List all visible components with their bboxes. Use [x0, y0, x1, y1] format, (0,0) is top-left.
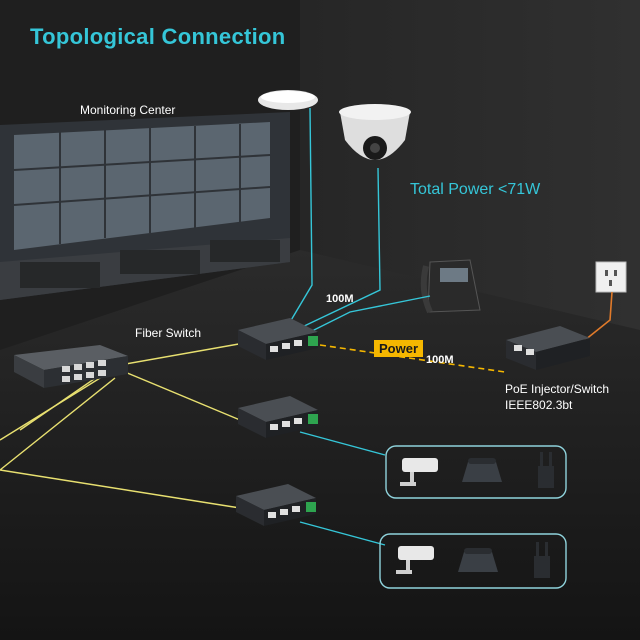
fiber-switch-label: Fiber Switch: [135, 326, 202, 340]
media-converter-3: [236, 484, 316, 526]
dome-camera: [339, 104, 411, 160]
desk-phone-icon: [458, 548, 498, 572]
ethernet-links: [289, 107, 431, 546]
fiber-switch: [14, 345, 128, 388]
floor: [0, 250, 640, 640]
end-device-group-2: [379, 533, 567, 589]
poe-injector: [506, 326, 590, 370]
power-tag: Power: [374, 340, 424, 357]
link-speed-label-upper: 100M: [326, 293, 354, 305]
ceiling-light: [258, 90, 318, 110]
poe-injector-standard-label: IEEE802.3bt: [505, 398, 573, 412]
monitoring-center: [0, 112, 290, 300]
fiber-links: [0, 341, 251, 509]
power-link: [319, 291, 613, 373]
poe-injector-label: PoE Injector/Switch: [505, 382, 610, 396]
ip-phone: [420, 259, 481, 314]
wifi-router-icon: [534, 542, 550, 578]
diagram-title: Topological Connection: [30, 24, 286, 49]
end-device-group-1: [385, 445, 567, 499]
wifi-router-icon: [538, 452, 554, 488]
desk-phone-icon: [462, 458, 502, 482]
monitoring-center-label: Monitoring Center: [80, 103, 176, 117]
media-converter-1: [238, 318, 318, 360]
cctv-camera-icon: [400, 458, 438, 486]
media-converter-2: [238, 396, 318, 438]
total-power-label: Total Power <71W: [410, 181, 541, 198]
link-speed-label-lower: 100M: [426, 354, 454, 366]
wall-socket: [595, 261, 627, 293]
cctv-camera-icon: [396, 546, 434, 574]
